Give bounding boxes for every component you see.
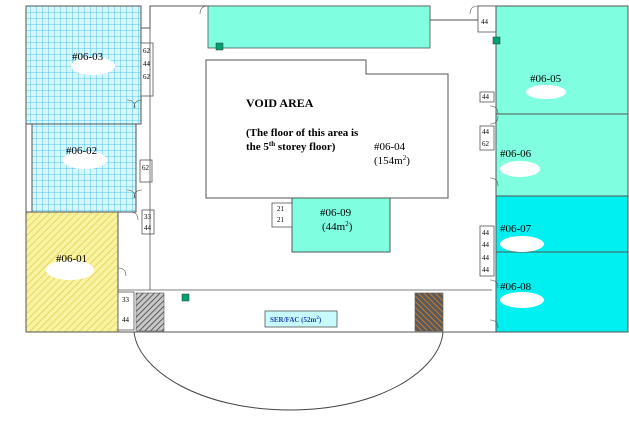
door-arc xyxy=(489,279,499,329)
service-label: SER/FAC (52m2) xyxy=(270,316,322,324)
column-hatch-right xyxy=(414,292,444,332)
tag-number: 21 xyxy=(277,205,285,213)
void-title: VOID AREA xyxy=(246,96,314,110)
tag-number: 33 xyxy=(144,213,152,221)
tag-number: 33 xyxy=(122,296,130,304)
unit-06-01-tag-column xyxy=(141,209,155,235)
door-arc xyxy=(489,105,499,125)
unit-label: #06-06 xyxy=(500,148,532,160)
tag-number: 44 xyxy=(482,254,490,262)
tag-number: 44 xyxy=(482,128,490,136)
tag-number: 44 xyxy=(122,316,130,324)
tag-number: 44 xyxy=(482,93,490,101)
entrance-tag-column xyxy=(117,291,135,331)
unit-label: #06-01 xyxy=(56,253,87,265)
tag-number: 62 xyxy=(143,73,151,81)
unit-label: #06-07 xyxy=(500,223,532,235)
door-arc xyxy=(489,177,499,187)
label-mask xyxy=(500,236,544,252)
tag-number: 62 xyxy=(143,47,151,55)
unit-06-06-tag-column xyxy=(479,125,495,151)
unit-area: (154m2) xyxy=(374,154,410,167)
unit-06-08[interactable] xyxy=(495,251,629,333)
tag-number: 44 xyxy=(482,229,490,237)
unit-06-07-tag-column xyxy=(479,225,495,277)
label-mask xyxy=(46,260,94,280)
unit-06-06[interactable] xyxy=(495,113,629,197)
unit-label: #06-02 xyxy=(66,145,97,157)
service-room[interactable] xyxy=(264,310,338,328)
label-mask xyxy=(500,292,544,308)
column-hatch-left xyxy=(135,292,165,332)
tag-number: 44 xyxy=(482,266,490,274)
tag-number: 62 xyxy=(482,140,490,148)
tag-number: 44 xyxy=(143,60,151,68)
label-mask xyxy=(526,85,566,99)
marker-icon xyxy=(215,42,224,51)
void-note-line1: (The floor of this area is xyxy=(246,127,359,139)
door-arc xyxy=(126,189,143,199)
unit-area: (44m2) xyxy=(322,220,353,233)
unit-06-05-tag-box xyxy=(479,91,495,103)
label-mask xyxy=(500,161,540,177)
door-arc xyxy=(126,99,143,109)
door-arc xyxy=(129,211,139,221)
entrance-curve xyxy=(133,331,444,411)
label-mask xyxy=(71,57,115,75)
unit-06-09-tag-column xyxy=(271,202,293,228)
tag-number: 44 xyxy=(482,241,490,249)
tag-number: 44 xyxy=(481,18,489,26)
void-note-line2: the 5th storey floor) xyxy=(246,140,336,153)
label-mask xyxy=(63,151,107,169)
door-arc xyxy=(199,5,209,15)
unit-top-strip[interactable] xyxy=(207,5,431,49)
unit-06-09[interactable] xyxy=(291,197,391,253)
tag-number: 62 xyxy=(142,164,150,172)
unit-label: #06-09 xyxy=(320,207,352,219)
tag-number: 44 xyxy=(144,224,152,232)
marker-icon xyxy=(492,36,501,45)
unit-label: #06-08 xyxy=(500,281,532,293)
marker-icon xyxy=(181,293,190,302)
tag-number: 21 xyxy=(277,216,285,224)
door-arc xyxy=(469,5,479,15)
door-arc xyxy=(117,267,127,277)
unit-06-05[interactable] xyxy=(495,5,629,115)
void-area xyxy=(205,59,449,199)
unit-label: #06-03 xyxy=(72,51,104,63)
unit-label: #06-04 xyxy=(374,141,406,153)
unit-label: #06-05 xyxy=(530,73,562,85)
unit-06-02-tag-column xyxy=(139,159,153,183)
